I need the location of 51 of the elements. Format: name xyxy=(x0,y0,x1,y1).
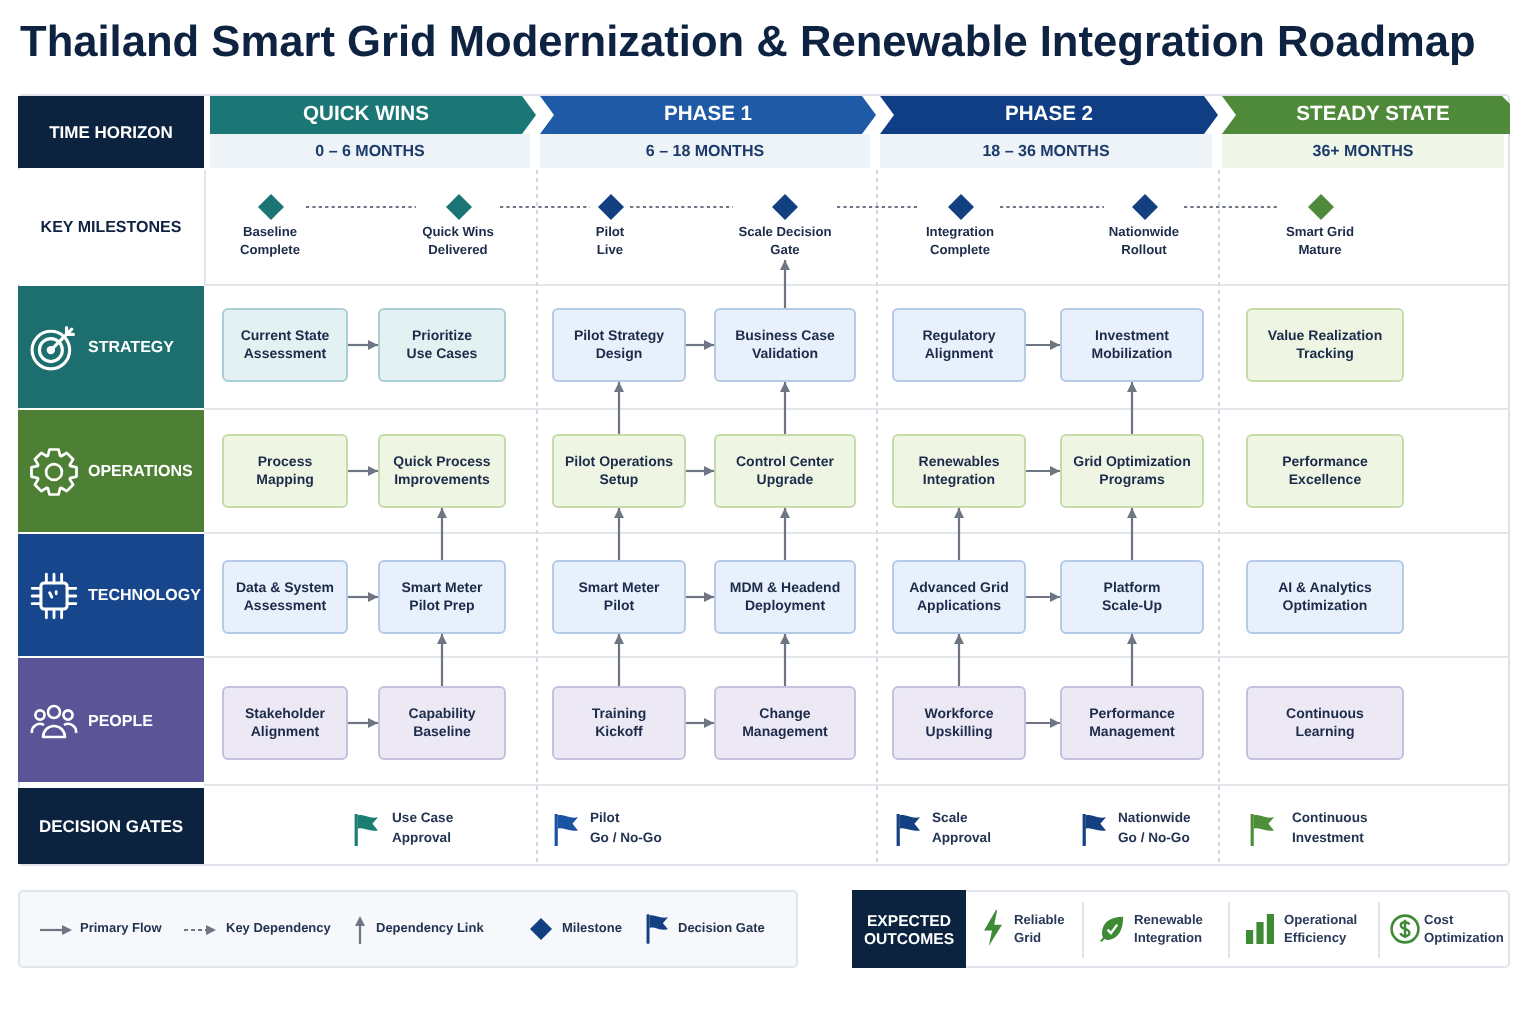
lane-header: TIME HORIZON xyxy=(18,96,204,168)
arrow xyxy=(348,592,378,602)
phase-duration: 18 – 36 MONTHS xyxy=(880,134,1212,168)
arrow xyxy=(614,508,624,560)
diagram-title: Thailand Smart Grid Modernization & Renewable Integration Roadmap xyxy=(20,16,1476,68)
lane-header xyxy=(18,534,204,656)
dotted-line xyxy=(836,206,921,208)
lane-title: PEOPLE xyxy=(88,711,153,729)
phase-duration: 36+ MONTHS xyxy=(1222,134,1504,168)
lane-header xyxy=(18,410,204,532)
arrow xyxy=(954,508,964,560)
dotted-line xyxy=(305,206,417,208)
arrow xyxy=(614,634,624,686)
arrow xyxy=(348,340,378,350)
phase-title: STEADY STATE xyxy=(1296,102,1450,128)
arrow xyxy=(1026,718,1060,728)
lane-title: OPERATIONS xyxy=(88,462,193,480)
arrow xyxy=(1026,466,1060,476)
arrow xyxy=(686,340,714,350)
arrow xyxy=(614,382,624,434)
phase-duration: 6 – 18 MONTHS xyxy=(540,134,870,168)
dotted-line xyxy=(499,206,591,208)
arrow xyxy=(348,466,378,476)
arrow xyxy=(1127,508,1137,560)
phase-title: PHASE 1 xyxy=(663,102,753,128)
lane-header: DECISION GATES xyxy=(18,788,204,864)
arrow xyxy=(686,466,714,476)
lane-title: TECHNOLOGY xyxy=(88,586,201,604)
lane-header xyxy=(18,286,204,408)
arrow xyxy=(437,508,447,560)
arrow xyxy=(780,508,790,560)
arrow xyxy=(780,382,790,434)
phase-duration: 0 – 6 MONTHS xyxy=(210,134,530,168)
lane-header xyxy=(18,658,204,782)
dotted-line xyxy=(1183,206,1281,208)
arrow xyxy=(437,634,447,686)
phase-title: QUICK WINS xyxy=(303,102,429,128)
arrow xyxy=(348,718,378,728)
arrow xyxy=(1026,340,1060,350)
arrow xyxy=(954,634,964,686)
arrow xyxy=(780,260,790,308)
dotted-line xyxy=(629,206,734,208)
arrow xyxy=(686,592,714,602)
arrow xyxy=(1127,382,1137,434)
arrow xyxy=(1127,634,1137,686)
arrow xyxy=(1026,592,1060,602)
dotted-line xyxy=(999,206,1105,208)
arrow xyxy=(686,718,714,728)
lane-title: STRATEGY xyxy=(88,338,174,356)
arrow xyxy=(780,634,790,686)
phase-title: PHASE 2 xyxy=(1004,102,1094,128)
